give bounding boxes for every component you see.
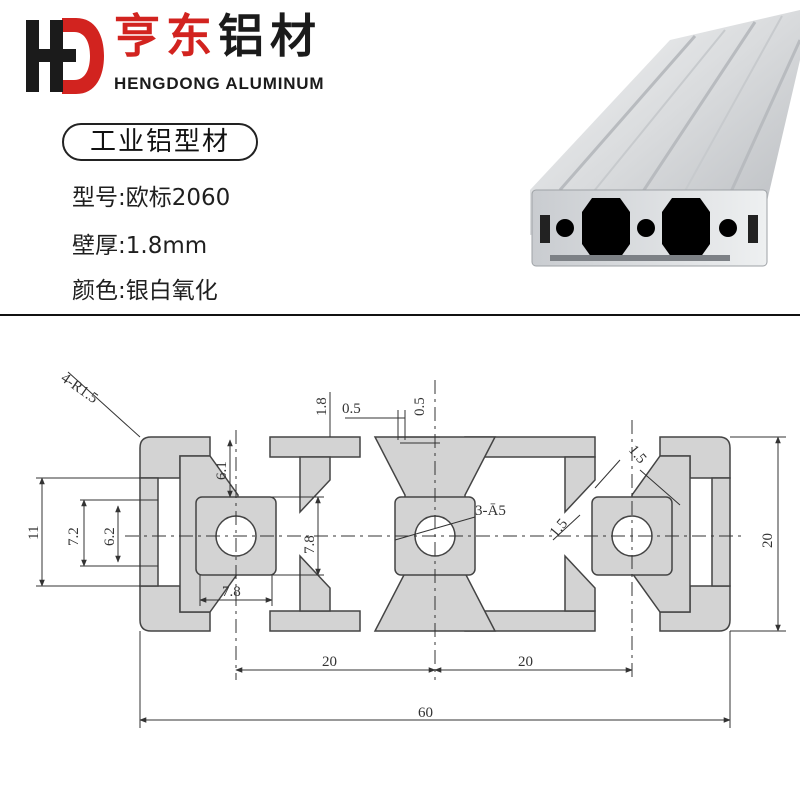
dimension-lines	[36, 371, 786, 728]
category-pill: 工业铝型材	[62, 123, 258, 161]
dim-height: 20	[760, 533, 776, 548]
dim-hole: 3-Ā5	[475, 503, 506, 519]
dim-top-wall: 1.8	[314, 397, 330, 416]
product-photo	[530, 10, 800, 267]
spec-model: 型号:欧标2060	[72, 185, 231, 211]
dim-slot-height: 6.1	[214, 461, 230, 480]
brand-name-cn-black: 铝材	[218, 9, 322, 63]
hd-logo-icon	[26, 18, 104, 94]
dim-pitch-2: 20	[518, 654, 533, 670]
dim-length-label: 60	[418, 705, 433, 721]
section-divider	[0, 314, 800, 316]
brand-name-cn: 亨东铝材	[114, 10, 344, 62]
spec-label: 颜色	[72, 278, 118, 304]
spec-label: 型号	[72, 185, 118, 211]
dim-outer-slot: 11	[26, 526, 42, 540]
spec-label: 壁厚	[72, 233, 118, 259]
brand-name-en: HENGDONG ALUMINUM	[114, 74, 325, 93]
profile-drawing: 60 60 20 20 20 11 7.2 6.2 6.1 7.8 7.8 1.…	[26, 370, 786, 728]
profile-walls	[139, 436, 731, 632]
dim-pitch-1: 20	[322, 654, 337, 670]
spec-thickness: 壁厚:1.8mm	[72, 233, 208, 259]
dim-slot-depth: 0.5	[412, 397, 428, 416]
dim-core-height: 7.8	[302, 535, 318, 554]
dim-slot-width-outer: 7.2	[66, 527, 82, 546]
brand-name-cn-red: 亨东	[114, 9, 218, 63]
dim-core-width: 7.8	[222, 584, 241, 600]
profile-corners	[139, 436, 731, 632]
dim-slot-offset: 0.5	[342, 401, 361, 417]
dim-slot-width-inner: 6.2	[102, 527, 118, 546]
dim-corner-radius: 4-R1.5	[58, 370, 101, 407]
spec-value: 欧标2060	[125, 185, 231, 211]
dim-rib-2: 1.5	[547, 516, 571, 541]
spec-color: 颜色:银白氧化	[72, 278, 218, 304]
spec-value: 银白氧化	[125, 278, 218, 304]
dim-rib-1: 1.5	[625, 442, 649, 467]
center-lines	[125, 380, 745, 680]
spec-value: 1.8mm	[125, 233, 208, 259]
